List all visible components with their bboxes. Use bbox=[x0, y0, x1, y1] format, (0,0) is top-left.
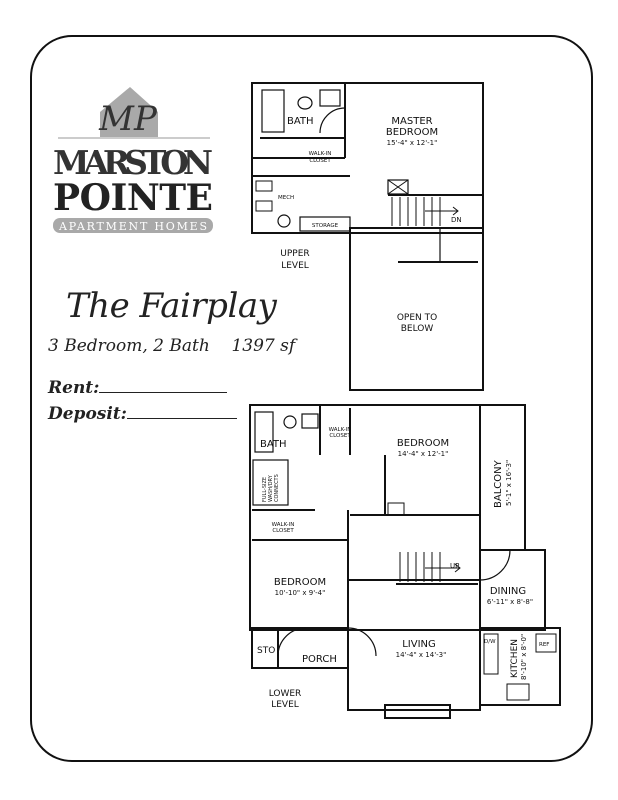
deposit-blank bbox=[126, 404, 237, 419]
living-label: LIVING bbox=[402, 639, 436, 650]
sto-label: STO bbox=[257, 646, 275, 656]
bedroom2-label: BEDROOM bbox=[274, 577, 326, 588]
balcony-label: BALCONY bbox=[493, 459, 504, 508]
kitchen-dimensions: 8'-10" x 8'-0" bbox=[520, 634, 528, 680]
upper-closet-label-2: CLOSET bbox=[309, 158, 331, 164]
storage-label: STORAGE bbox=[312, 223, 339, 229]
square-footage: 1397 sf bbox=[231, 336, 296, 356]
lower-level-label-2: LEVEL bbox=[271, 700, 299, 710]
laundry-label: FULL-SIZE bbox=[262, 477, 268, 502]
laundry-label-3: CONNECTS bbox=[274, 474, 280, 502]
upper-closet-label: WALK-IN bbox=[309, 151, 332, 157]
master-bedroom-label: MASTER bbox=[391, 116, 432, 127]
plan-title: The Fairplay bbox=[66, 286, 277, 326]
lower-closet2-label-2: CLOSET bbox=[272, 528, 294, 534]
stairs-up-label: UP bbox=[450, 562, 459, 570]
bedroom-dimensions: 14'-4" x 12'-1" bbox=[398, 450, 449, 458]
svg-text:MP: MP bbox=[98, 99, 158, 139]
rent-blank bbox=[99, 378, 228, 393]
balcony-dimensions: 5'-1" x 16'-3" bbox=[505, 460, 513, 506]
deposit-label: Deposit: bbox=[48, 404, 127, 424]
lower-level-label: LOWER bbox=[269, 689, 302, 699]
plan-summary: 3 Bedroom, 2 Bath 1397 sf bbox=[48, 336, 295, 356]
svg-text:MARSTON: MARSTON bbox=[53, 143, 213, 182]
kitchen-label: KITCHEN bbox=[510, 639, 520, 678]
marston-pointe-logo: MP MARSTON POINTE APARTMENT HOMES bbox=[53, 87, 213, 233]
laundry-label-2: WASH/DRY bbox=[268, 474, 274, 502]
porch-label: PORCH bbox=[302, 654, 337, 665]
dining-dimensions: 6'-11" x 8'-8" bbox=[487, 598, 533, 606]
dining-label: DINING bbox=[490, 586, 526, 597]
master-bedroom-label-2: BEDROOM bbox=[386, 127, 438, 138]
dishwasher-label: D/W bbox=[484, 639, 496, 645]
refrigerator-label: REF bbox=[539, 642, 549, 648]
lower-level-plan: BATH WALK-IN CLOSET BEDROOM 14'-4" x 12'… bbox=[249, 404, 561, 719]
bedroom-count: 3 Bedroom, 2 Bath bbox=[48, 336, 210, 356]
upper-level-label: UPPER bbox=[280, 249, 309, 259]
deposit-field: Deposit: bbox=[48, 404, 237, 424]
page-border bbox=[30, 35, 593, 762]
svg-text:POINTE: POINTE bbox=[53, 177, 213, 219]
upper-level-plan: BATH WALK-IN CLOSET MASTER BEDROOM 15'-4… bbox=[251, 82, 484, 391]
living-dimensions: 14'-4" x 14'-3" bbox=[396, 651, 447, 659]
rent-label: Rent: bbox=[48, 378, 100, 398]
bedroom-label: BEDROOM bbox=[397, 438, 449, 449]
bedroom2-dimensions: 10'-10" x 9'-4" bbox=[275, 589, 326, 597]
mech-label: MECH bbox=[278, 195, 294, 201]
lower-closet2-label: WALK-IN bbox=[272, 522, 295, 528]
upper-bath-label: BATH bbox=[287, 116, 314, 127]
open-to-below-label-2: BELOW bbox=[401, 324, 434, 334]
lower-bath-label: BATH bbox=[260, 439, 287, 450]
lower-closet-label-2: CLOSET bbox=[329, 433, 351, 439]
upper-level-label-2: LEVEL bbox=[281, 261, 309, 271]
lower-closet-label: WALK-IN bbox=[329, 427, 352, 433]
rent-field: Rent: bbox=[48, 378, 228, 398]
stairs-down-label: DN bbox=[451, 216, 462, 224]
master-bedroom-dimensions: 15'-4" x 12'-1" bbox=[387, 139, 438, 147]
open-to-below-label: OPEN TO bbox=[397, 313, 437, 323]
